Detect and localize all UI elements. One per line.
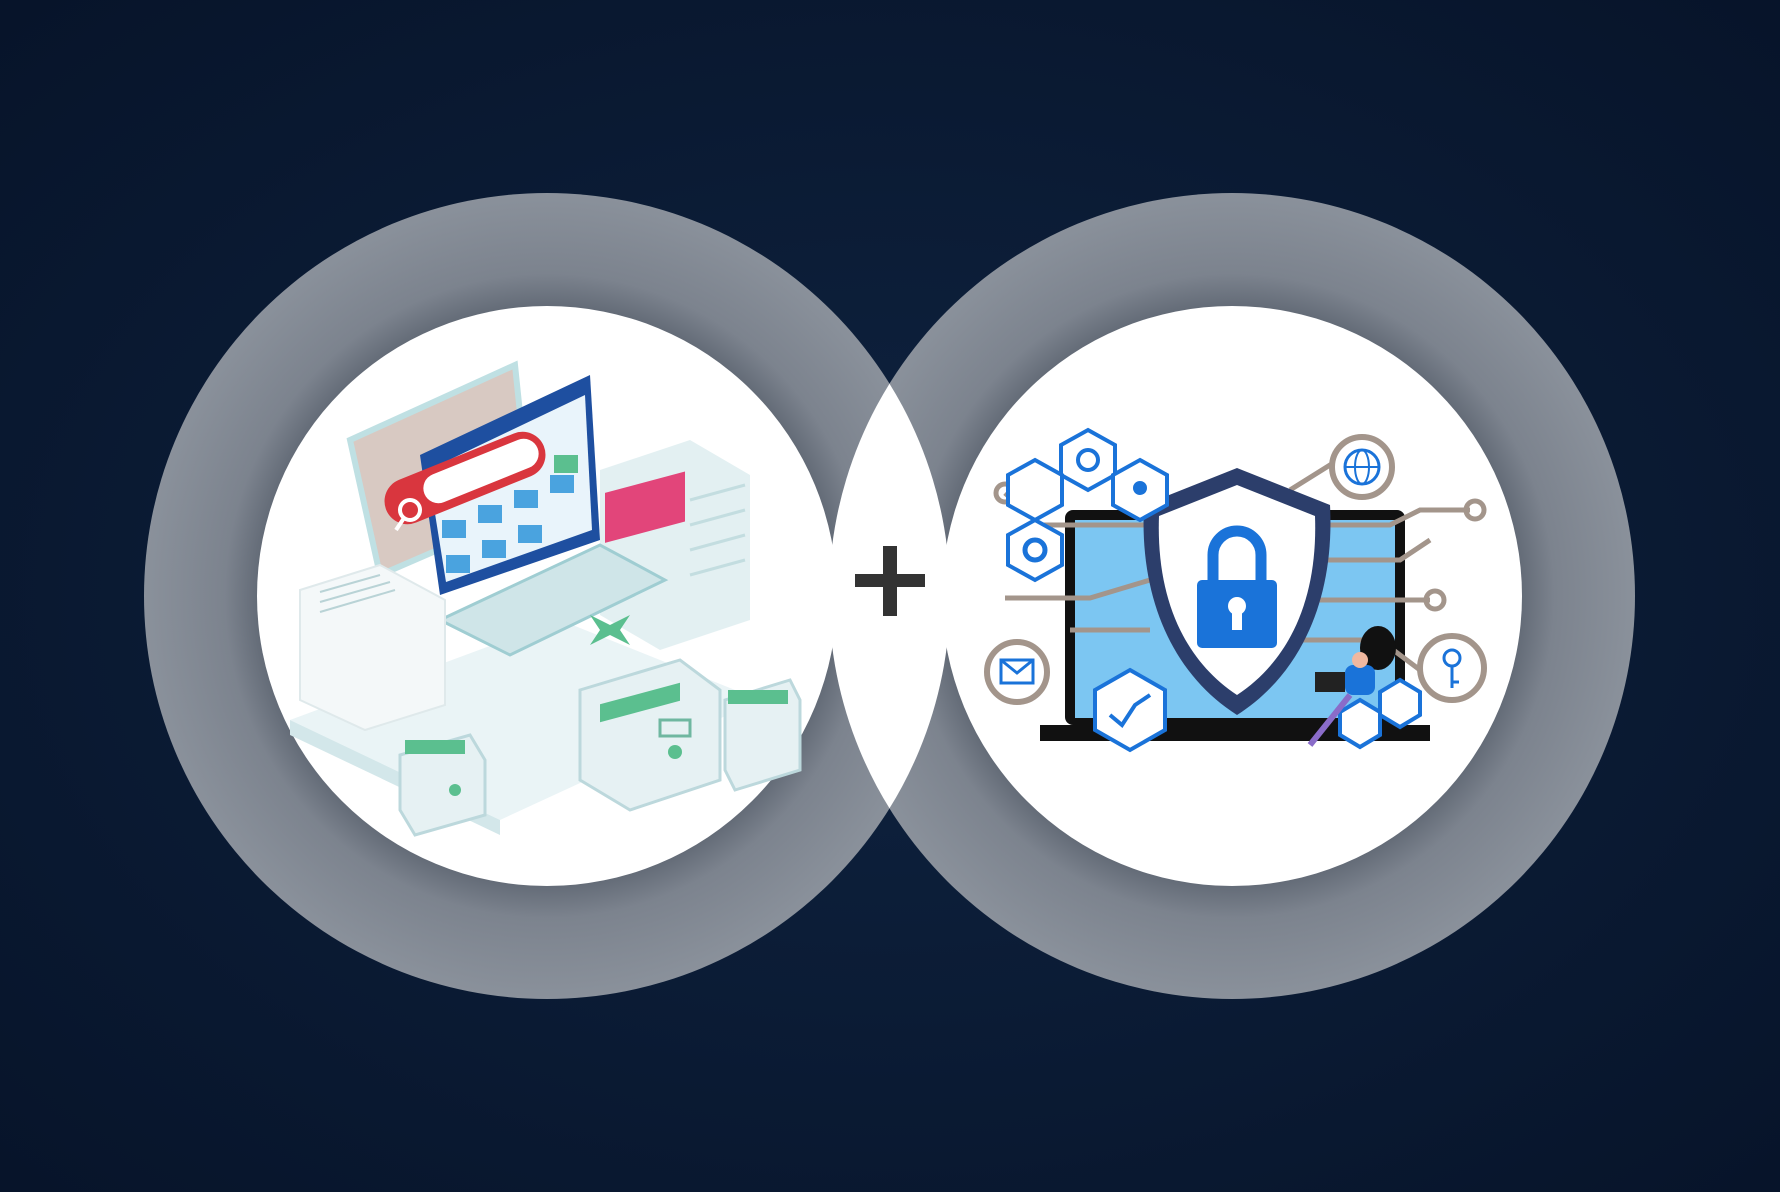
search-icon — [384, 431, 546, 532]
server-icon — [600, 440, 750, 650]
plus-icon — [855, 546, 925, 616]
globe-icon — [1329, 434, 1395, 500]
folder-icon — [442, 455, 578, 573]
key-icon — [1417, 633, 1487, 703]
data-management-illustration — [290, 360, 802, 837]
gear-icon — [1059, 427, 1117, 493]
logo-mark — [590, 615, 630, 645]
target-icon — [1006, 517, 1064, 583]
documents-icon — [299, 563, 446, 732]
data-security-illustration — [984, 427, 1487, 753]
shield-lock-icon — [1143, 468, 1331, 715]
file-cabinet-icon — [398, 471, 802, 837]
mail-icon — [984, 639, 1050, 705]
person-with-laptop-icon — [1307, 626, 1396, 747]
